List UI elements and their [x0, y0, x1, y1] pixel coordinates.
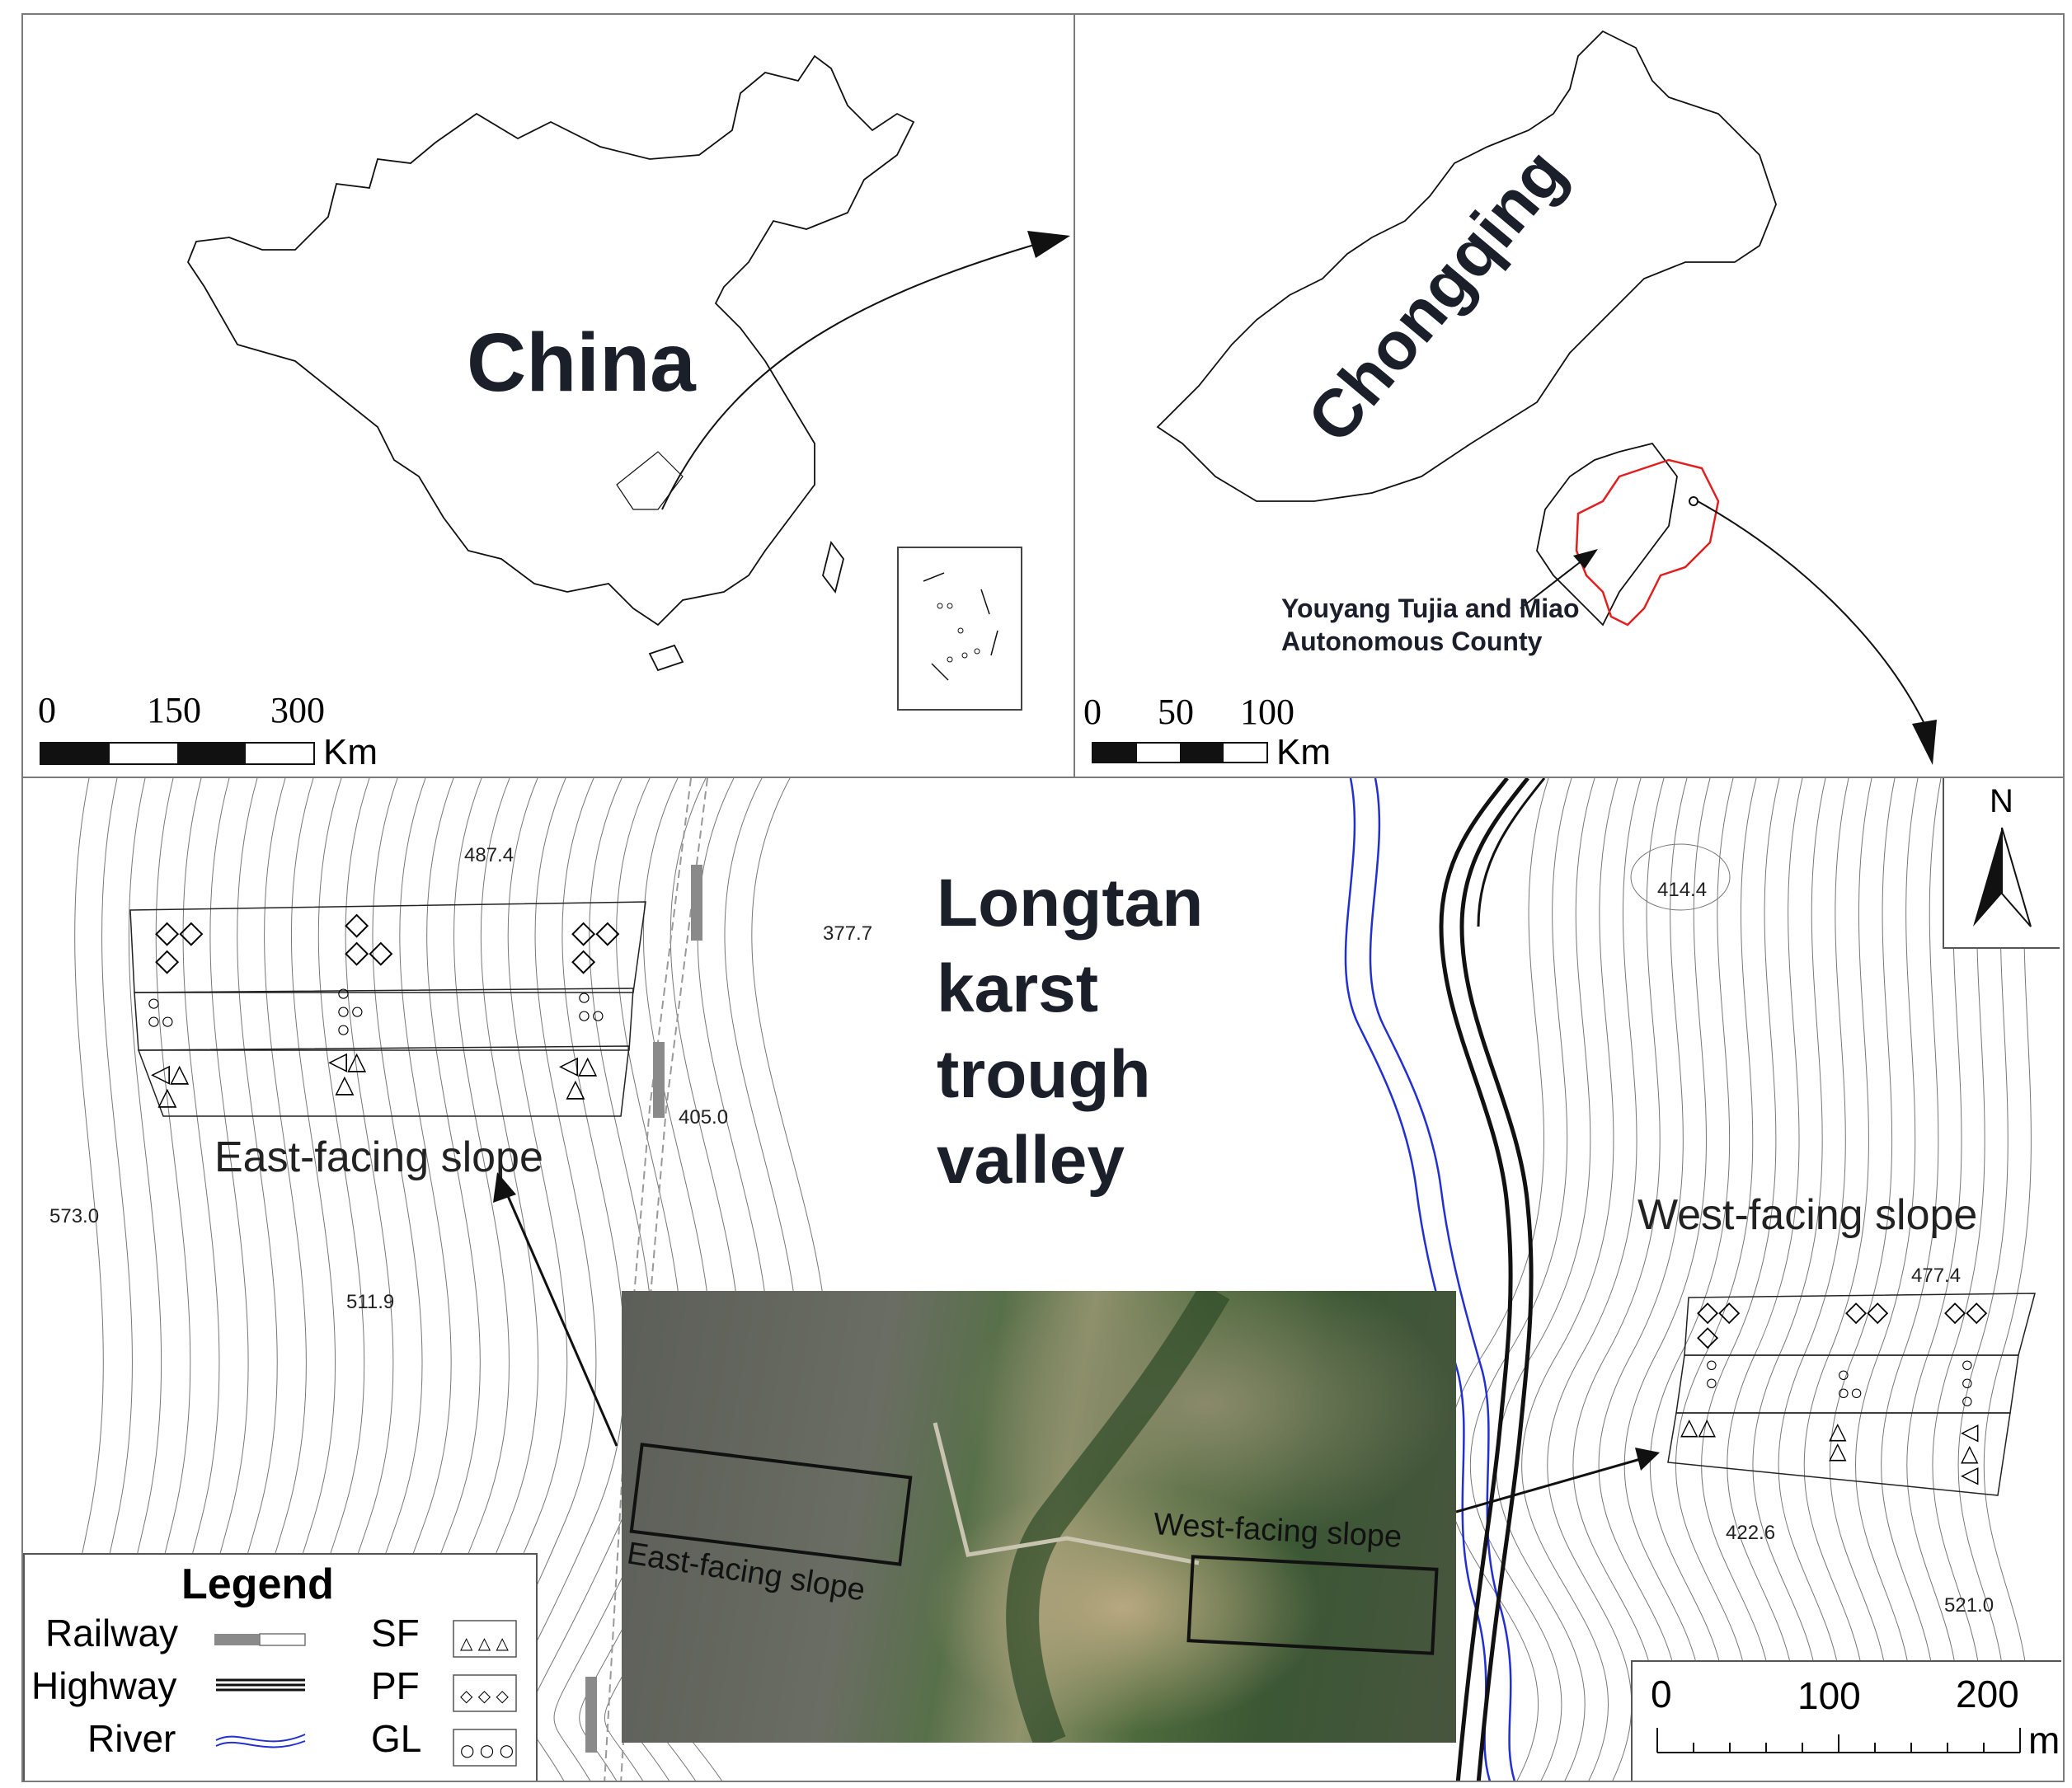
gl-symbols-east-3: ○○○: [577, 984, 605, 1028]
scale-tick-0: 0: [38, 690, 56, 730]
svg-text:○ ○ ○: ○ ○ ○: [460, 1740, 514, 1760]
svg-text:◇ ◇ ◇: ◇ ◇ ◇: [460, 1686, 509, 1706]
scale-tick-100: 100: [1240, 692, 1294, 732]
elevation-label: 377.7: [823, 922, 873, 945]
sf-symbols-east-3: ◁△ △: [559, 1052, 598, 1102]
legend-highway-label: Highway: [31, 1664, 177, 1707]
gl-symbols-west-1: ○○: [1705, 1352, 1718, 1395]
pf-symbols-west-2: ◇◇: [1845, 1296, 1889, 1327]
pf-symbols-west-3: ◇◇: [1944, 1296, 1988, 1327]
sf-symbols-east-1: ◁△ △: [151, 1060, 190, 1110]
scale-unit: Km: [1276, 732, 1331, 772]
pointer-arrows: [493, 1172, 1660, 1513]
meter-scale: 0 100 200 m: [1631, 1660, 2061, 1781]
gl-symbols-east-1: ○○○: [147, 990, 175, 1034]
scale-tick-100: 100: [1797, 1674, 1861, 1717]
east-slope-label: East-facing slope: [214, 1133, 543, 1181]
gl-symbols-east-2: ○○○○: [336, 980, 364, 1042]
elevation-label: 477.4: [1911, 1265, 1962, 1287]
scale-tick-50: 50: [1158, 692, 1194, 732]
north-label: N: [1990, 783, 2013, 819]
elevation-label: 521.0: [1944, 1594, 1994, 1617]
scale-tick-200: 200: [1956, 1673, 2019, 1715]
elevation-label: 405.0: [679, 1106, 729, 1129]
elevation-label: 414.4: [1657, 879, 1708, 901]
elevation-label: 511.9: [346, 1291, 395, 1313]
sf-symbols-east-2: ◁△ △: [328, 1048, 367, 1098]
legend-title: Legend: [181, 1560, 334, 1608]
west-slope-plots: [1667, 1293, 2036, 1496]
legend: Legend Railway Highway River SF PF GL △ …: [23, 1553, 538, 1781]
elevation-label: 573.0: [49, 1205, 100, 1227]
locator-arrow: [661, 231, 1070, 510]
elevation-label: 487.4: [464, 844, 514, 866]
scale-tick-0: 0: [1651, 1673, 1672, 1715]
scale-tick-150: 150: [147, 690, 201, 730]
scale-bar: [40, 742, 315, 765]
gl-symbols-west-2: ○○○: [1837, 1362, 1863, 1405]
china-outline-map: [186, 54, 915, 672]
sf-symbols-west-1: △△: [1680, 1414, 1717, 1439]
west-slope-label: West-facing slope: [1637, 1191, 1978, 1239]
legend-railway-label: Railway: [45, 1612, 179, 1654]
legend-swatches: △ △ △ ◇ ◇ ◇ ○ ○ ○: [214, 1620, 517, 1767]
elevation-label: 422.6: [1726, 1522, 1776, 1544]
china-map-panel: China 0 150 300 Km: [21, 13, 1075, 778]
svg-text:△ △ △: △ △ △: [460, 1633, 509, 1653]
north-arrow-icon: [1973, 827, 2032, 927]
highway: [1439, 778, 1546, 1781]
pf-symbols-east-2: ◇◇◇: [345, 907, 393, 969]
legend-sf-label: SF: [371, 1612, 420, 1654]
sf-symbols-west-2: △△: [1829, 1418, 1847, 1463]
satellite-photo: East-facing slope West-facing slope: [622, 1291, 1456, 1743]
pf-symbols-west-1: ◇◇◇: [1697, 1296, 1741, 1352]
county-arrows: [1520, 496, 1937, 765]
islands-icon: [923, 572, 998, 681]
pf-symbols-east-1: ◇◇◇: [155, 915, 204, 978]
meter-scale-bar: [1656, 1728, 2021, 1753]
legend-gl-label: GL: [371, 1717, 422, 1760]
south-china-sea-inset: [897, 547, 1022, 711]
north-arrow: N: [1943, 778, 2060, 949]
satellite-features: [629, 1291, 1439, 1743]
scale-unit: Km: [323, 732, 378, 772]
scale-unit: m: [2028, 1719, 2060, 1762]
county-label: Youyang Tujia and Miao Autonomous County: [1281, 594, 1580, 656]
scale-tick-300: 300: [270, 690, 325, 730]
pf-symbols-east-3: ◇◇◇: [571, 915, 620, 978]
chongqing-map-panel: Chongqing Youyang Tujia and Miao Autonom…: [1074, 13, 2065, 778]
scale-bar: [1092, 742, 1268, 763]
china-title: China: [467, 317, 696, 409]
river: [1344, 778, 1516, 1781]
study-area-panel: ◇◇◇ ◇◇◇ ◇◇◇ ○○○ ○○○○ ○○○ ◁△ △ ◁△ △ ◁△ △ …: [21, 777, 2065, 1782]
east-slope-plots: [129, 901, 646, 1117]
sf-symbols-west-3: ◁△◁: [1961, 1419, 1979, 1487]
legend-pf-label: PF: [371, 1664, 420, 1707]
scale-tick-0: 0: [1083, 692, 1102, 732]
chongqing-outline-map: [1156, 30, 1777, 627]
gl-symbols-west-3: ○○○: [1961, 1352, 1974, 1413]
legend-river-label: River: [87, 1717, 176, 1760]
valley-title: Longtan karst trough valley: [937, 866, 1204, 1198]
